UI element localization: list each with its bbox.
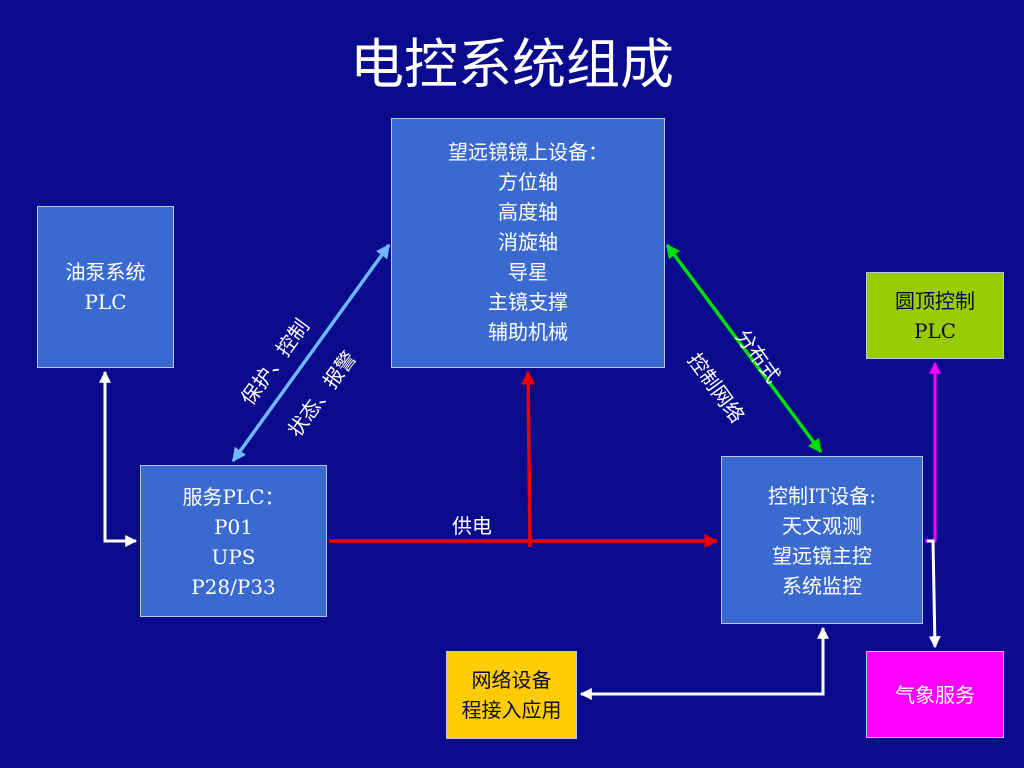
- page-title: 电控系统组成: [350, 33, 674, 96]
- control-line: 控制IT设备:: [768, 484, 876, 508]
- service-plc-box: 服务PLC： P01 UPS P28/P33: [140, 465, 327, 617]
- telescope-line: 高度轴: [498, 200, 558, 224]
- control-line: 望远镜主控: [772, 544, 872, 568]
- dome-line: 圆顶控制: [895, 288, 975, 313]
- telescope-line: 导星: [508, 260, 548, 284]
- network-line: 程接入应用: [461, 698, 562, 722]
- network-line: 网络设备: [471, 668, 552, 692]
- dome-control-plc-box: 圆顶控制 PLC: [866, 272, 1004, 359]
- telescope-equipment-box: 望远镜镜上设备： 方位轴 高度轴 消旋轴 导星 主镜支撑 辅助机械: [391, 118, 665, 368]
- service-line: 服务PLC：: [182, 485, 285, 509]
- telescope-line: 方位轴: [498, 170, 558, 194]
- service-line: P01: [214, 515, 253, 539]
- arrow-telescope-control: [665, 243, 823, 454]
- telescope-line: 主镜支撑: [488, 290, 568, 314]
- service-line: UPS: [211, 545, 256, 569]
- arrow-service-telescope: [231, 243, 391, 463]
- arrow-control-dome: [925, 361, 941, 543]
- service-line: P28/P33: [191, 575, 276, 599]
- label-power-supply: 供电: [452, 514, 492, 538]
- arrow-control-weather: [927, 539, 941, 649]
- oil-pump-plc-box: 油泵系统 PLC: [37, 206, 174, 368]
- telescope-line: 辅助机械: [488, 320, 568, 344]
- control-it-box: 控制IT设备: 天文观测 望远镜主控 系统监控: [721, 456, 923, 624]
- telescope-line: 消旋轴: [498, 230, 558, 254]
- arrow-oilpump-service: [99, 370, 138, 547]
- weather-service-box: 气象服务: [866, 651, 1004, 738]
- weather-line: 气象服务: [895, 682, 975, 707]
- oil-pump-line: PLC: [84, 290, 127, 314]
- control-line: 天文观测: [782, 514, 862, 538]
- network-equipment-box: 网络设备 程接入应用: [446, 651, 577, 739]
- arrow-power-vertical: [521, 370, 536, 548]
- control-line: 系统监控: [782, 574, 862, 598]
- telescope-line: 望远镜镜上设备：: [448, 140, 608, 164]
- dome-line: PLC: [913, 318, 957, 343]
- arrow-network-control: [579, 626, 829, 700]
- oil-pump-line: 油泵系统: [65, 260, 146, 284]
